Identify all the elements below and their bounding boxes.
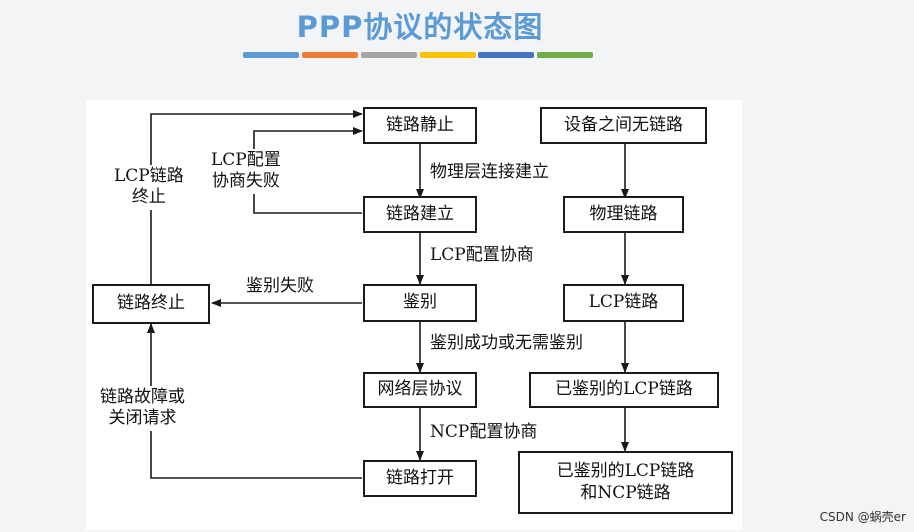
label-auth-fail: 鉴别失败 bbox=[246, 276, 314, 296]
label-lcp-link-terminate: LCP链路 终止 bbox=[112, 165, 186, 210]
label-auth-success: 鉴别成功或无需鉴别 bbox=[430, 333, 583, 353]
color-bar-6 bbox=[537, 52, 593, 58]
label-ncp-config-negotiate: NCP配置协商 bbox=[430, 422, 538, 442]
page-title: PPP协议的状态图 bbox=[296, 10, 544, 44]
arrow-lcp-terminate bbox=[150, 110, 363, 284]
state-authenticated-lcp-ncp-link: 已鉴别的LCP链路 和NCP链路 bbox=[518, 451, 733, 514]
color-bar-1 bbox=[243, 52, 299, 58]
state-authenticated-lcp-ncp-line1: 已鉴别的LCP链路 bbox=[556, 461, 695, 482]
color-bar-5 bbox=[478, 52, 534, 58]
state-physical-link: 物理链路 bbox=[563, 196, 684, 233]
state-link-idle: 链路静止 bbox=[363, 107, 477, 144]
footer-credit: CSDN @蜗壳er bbox=[819, 510, 906, 524]
color-bar-3 bbox=[361, 52, 417, 58]
label-link-fault-line1: 链路故障或 bbox=[100, 387, 185, 407]
label-physical-layer-connect: 物理层连接建立 bbox=[430, 162, 549, 182]
state-link-open: 链路打开 bbox=[363, 460, 477, 497]
state-authenticated-lcp-ncp-line2: 和NCP链路 bbox=[580, 482, 671, 503]
arrow-link-fault bbox=[147, 323, 362, 479]
state-no-link: 设备之间无链路 bbox=[540, 107, 707, 144]
label-lcp-config-negotiate: LCP配置协商 bbox=[430, 245, 534, 265]
label-lcp-config-fail-line2: 协商失败 bbox=[211, 171, 280, 192]
state-authenticated-lcp-link: 已鉴别的LCP链路 bbox=[529, 372, 719, 408]
color-bar-2 bbox=[302, 52, 358, 58]
label-lcp-config-fail-line1: LCP配置 bbox=[211, 150, 281, 170]
label-link-fault-line2: 关闭请求 bbox=[108, 408, 177, 429]
label-lcp-link-terminate-line2: 终止 bbox=[131, 187, 166, 208]
state-lcp-link: LCP链路 bbox=[563, 284, 684, 322]
label-lcp-link-terminate-line1: LCP链路 bbox=[114, 166, 184, 186]
label-lcp-config-fail: LCP配置 协商失败 bbox=[208, 149, 284, 194]
state-link-establish: 链路建立 bbox=[363, 196, 477, 233]
state-authenticate: 鉴别 bbox=[363, 284, 477, 322]
label-link-fault: 链路故障或 关闭请求 bbox=[98, 386, 187, 431]
state-network-protocol: 网络层协议 bbox=[363, 372, 477, 408]
color-bar-4 bbox=[420, 52, 476, 58]
state-link-terminate: 链路终止 bbox=[92, 284, 210, 324]
